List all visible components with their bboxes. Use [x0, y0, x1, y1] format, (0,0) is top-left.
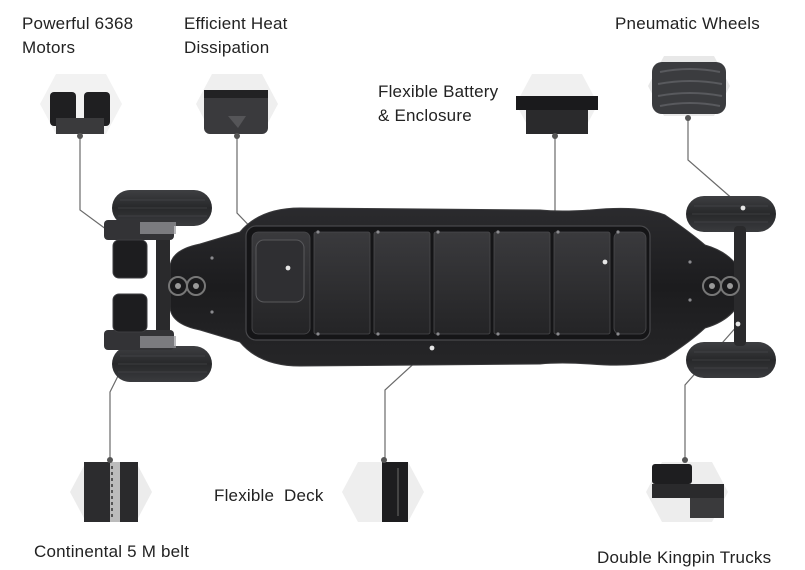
- label-battery-line2: & Enclosure: [378, 104, 498, 128]
- motor-top: [113, 240, 147, 278]
- label-heat-line2: Dissipation: [184, 36, 288, 60]
- label-wheels-line1: Pneumatic Wheels: [615, 12, 760, 36]
- label-deck-line1: Flexible Deck: [214, 484, 324, 508]
- label-heat-line1: Efficient Heat: [184, 12, 288, 36]
- label-motors-line1: Powerful 6368: [22, 12, 133, 36]
- label-belt: Continental 5 M belt: [34, 540, 189, 564]
- callout-line-wheels: [688, 120, 743, 208]
- label-motors: Powerful 6368 Motors: [22, 12, 133, 60]
- skateboard: [104, 190, 776, 382]
- label-heat: Efficient Heat Dissipation: [184, 12, 288, 60]
- label-motors-line2: Motors: [22, 36, 133, 60]
- rear-wheel-bottom: [112, 346, 212, 382]
- detail-wheels: [648, 56, 730, 121]
- rear-truck: [104, 220, 205, 350]
- label-trucks-line1: Double Kingpin Trucks: [597, 546, 771, 570]
- detail-motors: [40, 74, 122, 139]
- detail-trucks: [646, 457, 728, 522]
- label-belt-line1: Continental 5 M belt: [34, 540, 189, 564]
- motor-bottom: [113, 294, 147, 332]
- front-wheel-top: [686, 196, 776, 232]
- detail-heat: [196, 74, 278, 139]
- front-wheel-bottom: [686, 342, 776, 378]
- label-battery-line1: Flexible Battery: [378, 80, 498, 104]
- detail-belt: [70, 457, 152, 522]
- label-battery: Flexible Battery & Enclosure: [378, 80, 498, 128]
- detail-battery: [516, 74, 598, 139]
- label-wheels: Pneumatic Wheels: [615, 12, 760, 36]
- detail-deck: [342, 457, 424, 522]
- label-deck: Flexible Deck: [214, 484, 324, 508]
- label-trucks: Double Kingpin Trucks: [597, 546, 771, 570]
- heat-sink-plate: [256, 240, 304, 302]
